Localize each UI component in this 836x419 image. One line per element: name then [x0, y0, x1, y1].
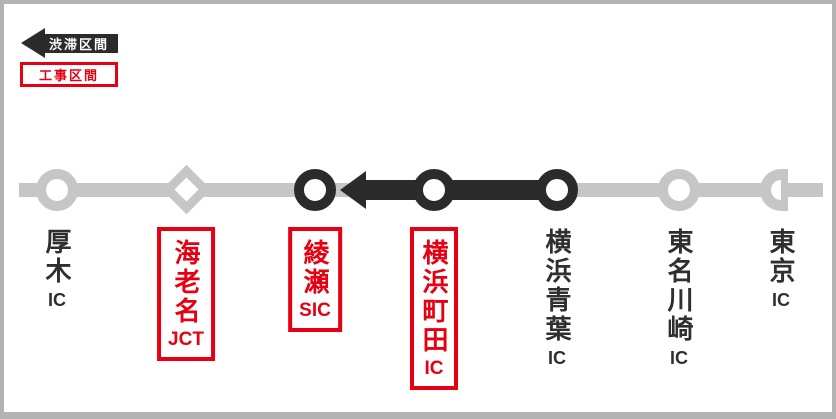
station-label: 綾瀬 SIC [288, 227, 342, 332]
station-type: IC [772, 290, 790, 310]
station-type: IC [424, 358, 444, 379]
circle-black-marker [294, 169, 336, 211]
station-label: 東京 IC [766, 228, 796, 311]
circle-gray-marker [658, 169, 700, 211]
station-type: IC [670, 348, 688, 368]
diamond-gray-marker [161, 164, 211, 215]
congestion-arrow-head [340, 171, 366, 209]
congestion-legend-label: 渋滞区間 [40, 34, 118, 53]
station-name: 東京 [766, 228, 796, 286]
station-type: SIC [299, 300, 331, 321]
station-label: 横浜町田 IC [410, 227, 458, 390]
station-name: 横浜青葉 [542, 228, 572, 344]
station-label: 横浜青葉 IC [542, 228, 572, 369]
station-name: 東名川崎 [664, 228, 694, 344]
station-name: 綾瀬 [300, 239, 330, 297]
station-name: 厚木 [42, 228, 72, 286]
congestion-arrow-shaft [363, 180, 557, 200]
circle-gray-marker [36, 169, 78, 211]
station-label: 東名川崎 IC [664, 228, 694, 369]
construction-legend: 工事区間 [20, 62, 118, 87]
station-name: 横浜町田 [419, 239, 449, 355]
semicircle-gray-marker [760, 169, 788, 211]
station-type: JCT [168, 329, 204, 350]
station-type: IC [48, 290, 66, 310]
circle-black-marker [536, 169, 578, 211]
station-name: 海老名 [171, 239, 201, 326]
station-label: 海老名 JCT [157, 227, 215, 361]
station-label: 厚木 IC [42, 228, 72, 311]
station-type: IC [548, 348, 566, 368]
circle-black-marker [413, 169, 455, 211]
construction-legend-label: 工事区間 [38, 68, 99, 83]
